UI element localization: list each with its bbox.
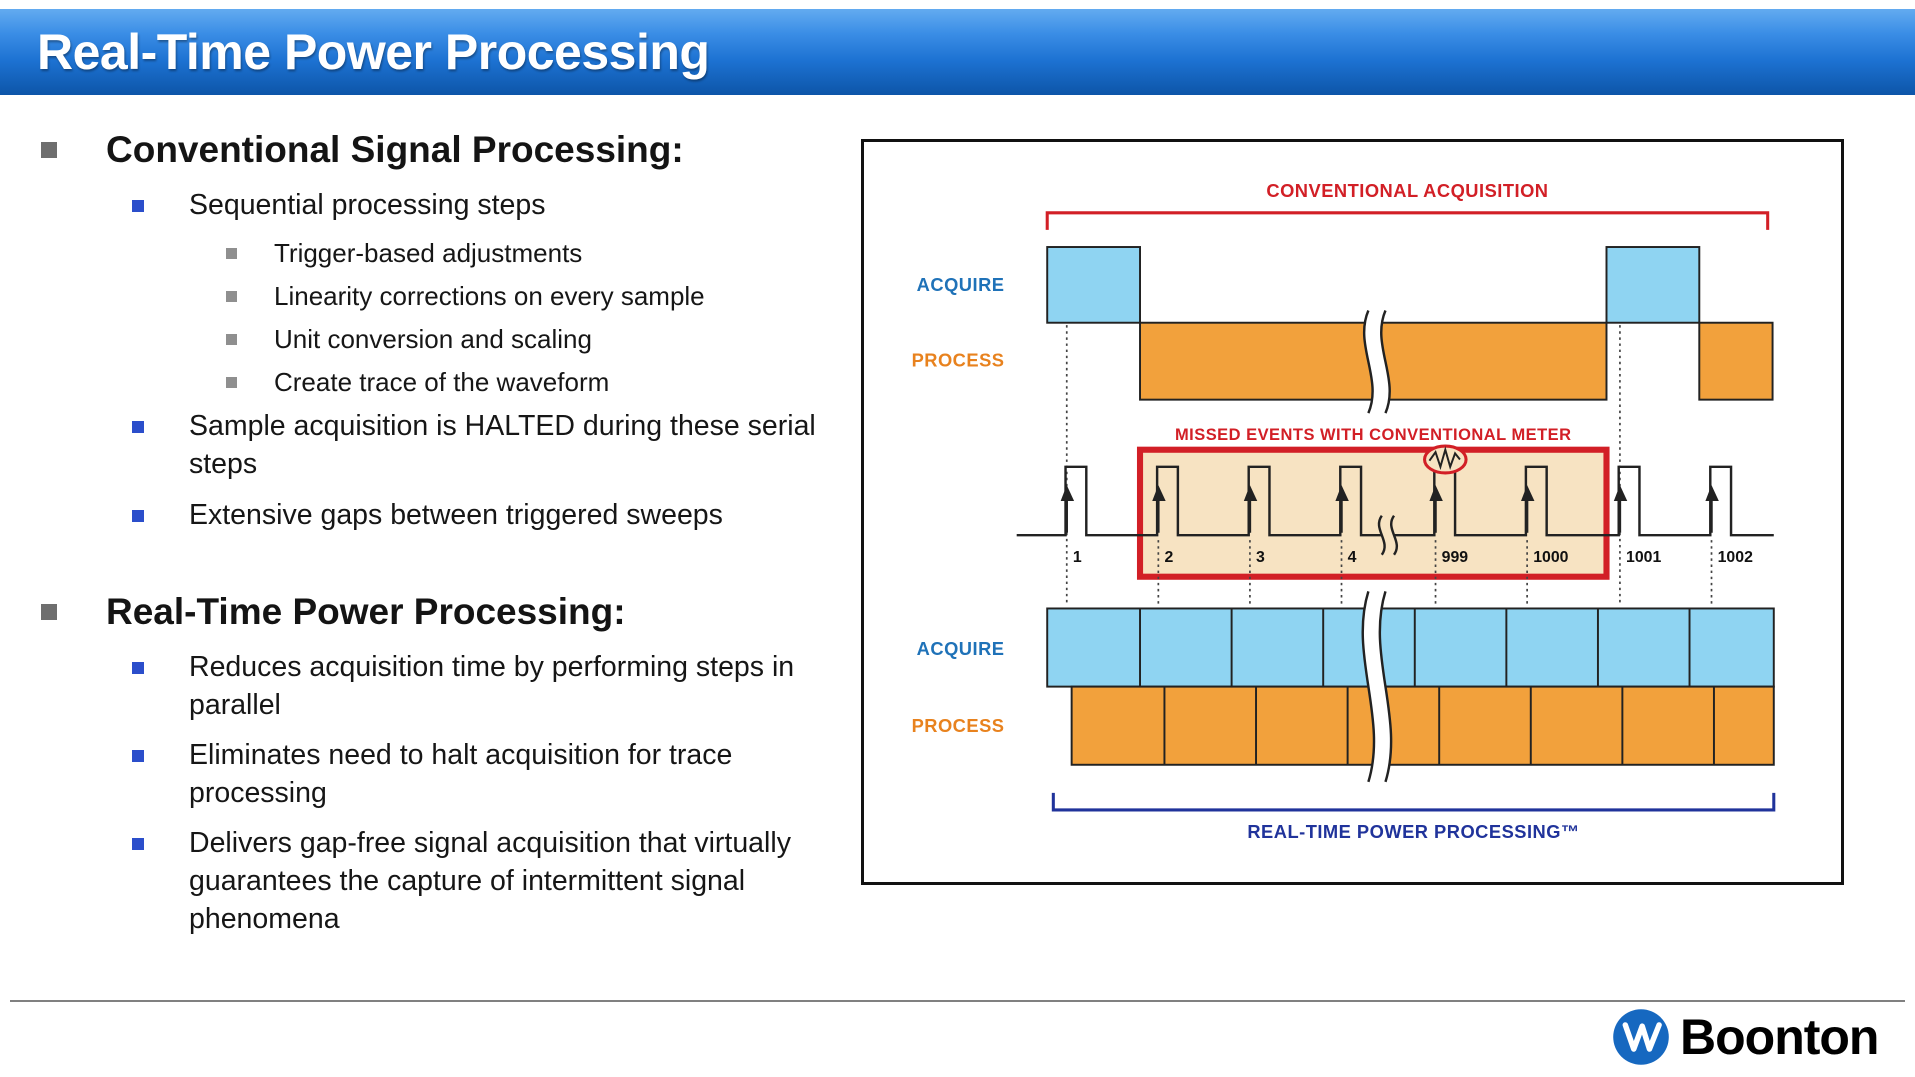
title-bar: Real-Time Power Processing [0,9,1915,95]
bullet-square-icon [226,333,237,345]
section-heading: Real-Time Power Processing: [106,591,626,633]
list-item-text: Eliminates need to halt acquisition for … [189,739,733,809]
bullet-square-icon [132,509,144,522]
list-item: Create trace of the waveform [37,366,837,400]
list-item-text: Reduces acquisition time by performing s… [189,650,795,721]
trigger-number: 1000 [1533,549,1568,566]
trigger-numbers: 1 2 3 4 999 1000 1001 1002 [1073,549,1753,566]
list-item-text: Create trace of the waveform [274,366,610,397]
section-heading-row: Real-Time Power Processing: [37,590,837,634]
process-label-top: PROCESS [912,350,1005,371]
brand-wordmark: Boonton [1680,1009,1879,1065]
list-item-text: Linearity corrections on every sample [274,281,705,312]
list-item: Reduces acquisition time by performing s… [37,649,837,724]
conventional-bracket [1045,211,1770,230]
section-heading-row: Conventional Signal Processing: [37,128,837,172]
bullet-square-icon [41,142,57,158]
realtime-label: REAL-TIME POWER PROCESSING™ [1247,821,1579,842]
section-realtime: Real-Time Power Processing: Reduces acqu… [37,590,837,938]
missed-event-glitch-icon [1423,444,1468,475]
trigger-number: 3 [1256,549,1265,566]
list-item-text: Sample acquisition is HALTED during thes… [189,410,816,481]
page-title: Real-Time Power Processing [37,24,710,80]
missed-events-label: MISSED EVENTS WITH CONVENTIONAL METER [1175,426,1572,444]
bullet-square-icon [132,750,144,763]
list-item: Sample acquisition is HALTED during thes… [37,408,837,483]
trigger-number: 999 [1442,549,1469,566]
trigger-number: 1002 [1718,549,1753,566]
acquire-label-top: ACQUIRE [917,274,1005,295]
list-item: Extensive gaps between triggered sweeps [37,497,837,535]
bullet-square-icon [132,661,144,674]
bottom-break-icon [1361,588,1393,785]
trigger-number: 2 [1164,549,1173,566]
top-process-blocks [1139,321,1774,401]
process-label-bottom: PROCESS [912,715,1005,736]
list-item: Sequential processing steps [37,187,837,225]
conventional-acquisition-label: CONVENTIONAL ACQUISITION [1266,180,1548,201]
bottom-acquire-bar [1046,607,1775,688]
bullet-square-icon [41,604,57,621]
bullet-square-icon [132,421,144,434]
list-item: Eliminates need to halt acquisition for … [37,737,837,812]
list-item-text: Sequential processing steps [189,188,546,221]
list-item: Linearity corrections on every sample [37,280,837,314]
trigger-number: 1001 [1626,549,1661,566]
missed-events-box [1136,446,1610,580]
section-heading: Conventional Signal Processing: [106,129,684,170]
trigger-arrow-icons [1060,485,1719,533]
timing-diagram-svg: CONVENTIONAL ACQUISITION ACQUIRE PROCESS… [912,180,1776,842]
waveform-break-icon [1377,511,1398,559]
boonton-logo-icon [1613,1009,1669,1065]
trigger-dotted-lines [1065,325,1713,604]
bullet-square-icon [226,248,237,260]
list-item-text: Extensive gaps between triggered sweeps [189,498,723,531]
list-item: Delivers gap-free signal acquisition tha… [37,825,837,938]
bullet-square-icon [132,199,144,212]
bullet-square-icon [132,838,144,851]
list-item-text: Unit conversion and scaling [274,323,592,354]
bullet-square-icon [226,376,237,388]
list-item-text: Delivers gap-free signal acquisition tha… [189,827,791,935]
brand-logo: Boonton [1612,1008,1879,1066]
list-item: Trigger-based adjustments [37,237,837,271]
top-acquire-blocks [1046,246,1701,324]
timing-diagram: CONVENTIONAL ACQUISITION ACQUIRE PROCESS… [861,139,1844,885]
section-conventional: Conventional Signal Processing: Sequenti… [37,128,837,534]
bottom-process-bar [1070,685,1775,766]
trigger-number: 4 [1348,549,1357,566]
footer-divider [10,1000,1905,1002]
trigger-number: 1 [1073,549,1082,566]
acquire-label-bottom: ACQUIRE [917,638,1005,659]
list-item: Unit conversion and scaling [37,323,837,357]
top-break-icon [1362,306,1391,417]
bullet-content: Conventional Signal Processing: Sequenti… [37,128,837,951]
bullet-square-icon [226,291,237,303]
list-item-text: Trigger-based adjustments [274,238,583,269]
realtime-bracket [1051,792,1776,812]
